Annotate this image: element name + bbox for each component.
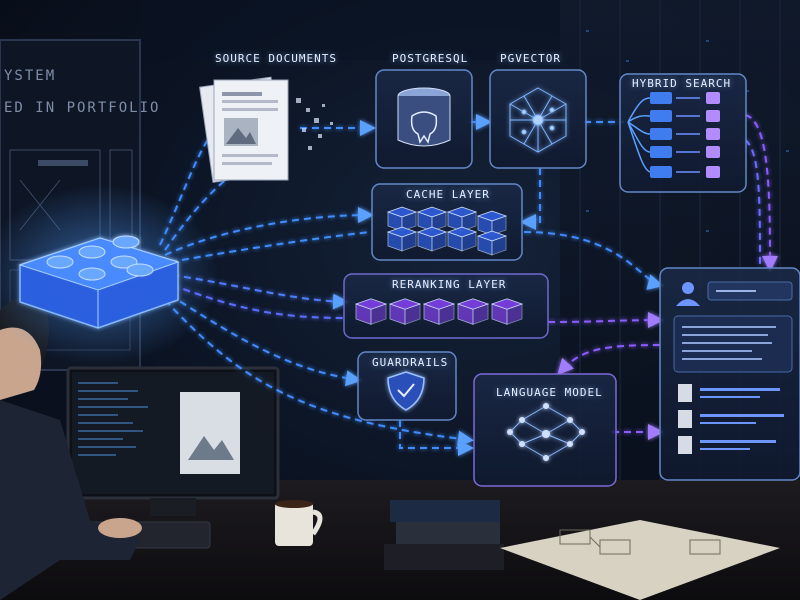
rerank-cubes (354, 298, 524, 325)
vector-cube-icon (509, 87, 567, 153)
cache-layer-label: CACHE LAYER (406, 188, 490, 201)
rerank-cube (388, 298, 422, 325)
output-chat-panel (659, 267, 800, 481)
coffee-mug (275, 500, 323, 546)
user-avatar-icon (676, 282, 700, 306)
source-documents-node (199, 76, 333, 183)
cache-cube (446, 226, 478, 252)
guardrails-label: GUARDRAILS (372, 356, 449, 369)
language-model-node (473, 373, 617, 487)
reranking-layer-label: RERANKING LAYER (392, 278, 507, 291)
cache-cube (416, 226, 448, 252)
whiteboard-title-line1: YSTEM (4, 68, 57, 84)
guardrails-node (357, 351, 457, 421)
whiteboard-title-line2: ED IN PORTFOLIO (4, 100, 161, 116)
monitor (66, 366, 280, 516)
flow-lines-between-nodes (300, 114, 778, 456)
postgresql-label: POSTGRESQL (392, 52, 469, 65)
cache-cube (446, 206, 478, 232)
neural-network-icon (507, 403, 585, 461)
source-documents-label: SOURCE DOCUMENTS (215, 52, 337, 65)
shield-check-icon (387, 371, 425, 411)
rerank-cube (354, 298, 388, 325)
language-model-label: LANGUAGE MODEL (496, 386, 603, 399)
flow-lines-from-brick (159, 117, 474, 447)
database-elephant-icon (397, 87, 451, 147)
hybrid-search-label: HYBRID SEARCH (632, 77, 732, 90)
cache-cube (416, 206, 448, 232)
cache-cube (386, 226, 418, 252)
rerank-cube (490, 298, 524, 325)
notebook (500, 520, 780, 600)
pgvector-label: PGVECTOR (500, 52, 561, 65)
reranking-layer-node (343, 273, 549, 339)
cache-cube (476, 230, 508, 256)
rerank-cube (422, 298, 456, 325)
cache-layer-node (371, 183, 523, 261)
hybrid-search-node (619, 73, 747, 193)
rerank-cube (456, 298, 490, 325)
lego-brick-icon (18, 235, 180, 329)
books (384, 500, 504, 570)
pgvector-node (489, 69, 587, 169)
cache-cubes (386, 206, 508, 256)
postgresql-node (375, 69, 473, 169)
cache-cube (386, 206, 418, 232)
